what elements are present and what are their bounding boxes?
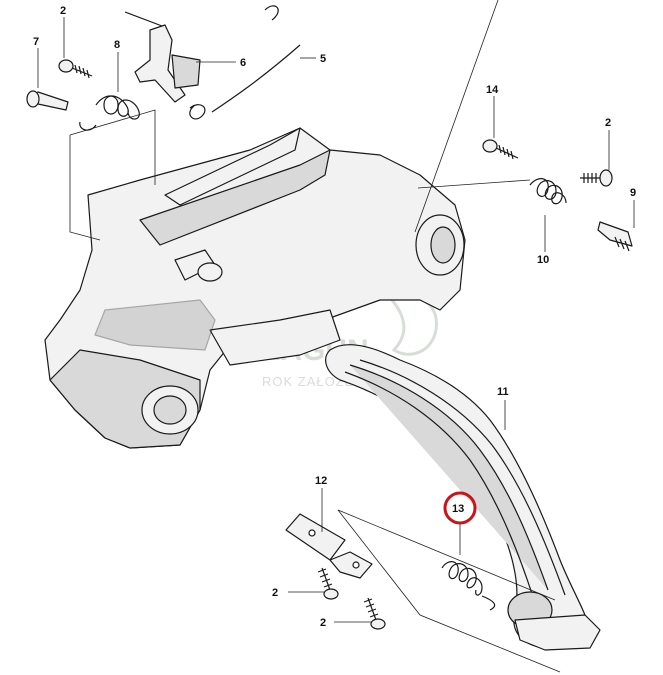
leader-lines (37, 0, 635, 673)
callout-2-bottom-left: 2 (272, 587, 278, 599)
lever-block (171, 54, 201, 89)
callout-8: 8 (114, 39, 120, 51)
screw-2-bottom-left (317, 567, 339, 600)
callout-13-highlight-ring (443, 491, 477, 525)
callout-6: 6 (240, 57, 246, 69)
spring-8-coil (95, 95, 140, 120)
spring-13 (441, 561, 483, 596)
screw-2-bottom-right (363, 597, 386, 630)
grip-rib-2 (359, 359, 566, 596)
screw-14 (482, 139, 519, 160)
callout-9: 9 (630, 187, 636, 199)
spring-8-hook (79, 121, 97, 131)
callout-10: 10 (537, 254, 549, 266)
bracket-hole-a (308, 529, 316, 537)
housing-upper-fin (164, 127, 301, 206)
housing-underside (94, 299, 216, 351)
callout-5: 5 (320, 53, 326, 65)
screw-2-right-head (599, 169, 613, 187)
callout-labels: 7 2 8 6 5 14 2 9 10 11 12 13 2 2 (33, 5, 636, 629)
housing-port-inner (153, 395, 187, 425)
callout-2-right: 2 (605, 117, 611, 129)
trigger-lever-6 (124, 11, 206, 120)
bolt-9 (597, 221, 633, 252)
wire-5 (211, 44, 301, 113)
bolt-9-body (597, 221, 633, 247)
callout-7: 7 (33, 36, 39, 48)
spring-13-hook (481, 595, 496, 611)
lever-body (134, 24, 186, 103)
bracket-12-plate-b (329, 551, 373, 579)
screw-2-bl-thread (317, 567, 333, 591)
bracket-12-plate-a (285, 513, 346, 561)
housing-right-socket-inner (430, 226, 456, 264)
bolt-7-head (26, 90, 40, 108)
bracket-hole-b (352, 561, 360, 569)
grip-rib-1 (349, 364, 549, 591)
spring-10 (529, 178, 567, 205)
housing-lower-tray (209, 309, 341, 366)
handle-housing (44, 127, 466, 449)
spring-8 (79, 95, 140, 131)
screw-14-head (482, 139, 498, 153)
lever-spring-clip (189, 104, 206, 120)
screw-2-br-thread (363, 597, 379, 621)
handle-grip (325, 344, 601, 651)
callout-2-bottom-right: 2 (320, 617, 326, 629)
wire-top-loop (264, 5, 279, 21)
screw-2-br-head (370, 618, 386, 630)
bolt-9-thread (614, 236, 630, 252)
grip-rib-3 (344, 371, 535, 601)
callout-12: 12 (315, 475, 327, 487)
callout-11: 11 (497, 386, 509, 398)
housing-rail (139, 149, 331, 246)
screw-2-top-head (58, 59, 74, 73)
screw-2-right-thread (580, 173, 600, 183)
screw-2-top (58, 59, 93, 79)
screw-2-top-thread (71, 64, 93, 79)
callout-13: 13 (452, 503, 464, 515)
housing-pin-end (197, 262, 223, 282)
screw-2-bl-head (323, 588, 339, 600)
bolt-7 (26, 90, 69, 111)
callout-2-top: 2 (60, 5, 66, 17)
grip-foot (514, 614, 601, 651)
screw-14-thread (495, 144, 519, 160)
callout-14: 14 (486, 84, 499, 96)
screw-2-right (580, 169, 613, 187)
bracket-12 (285, 513, 373, 579)
lever-rod (124, 11, 163, 27)
